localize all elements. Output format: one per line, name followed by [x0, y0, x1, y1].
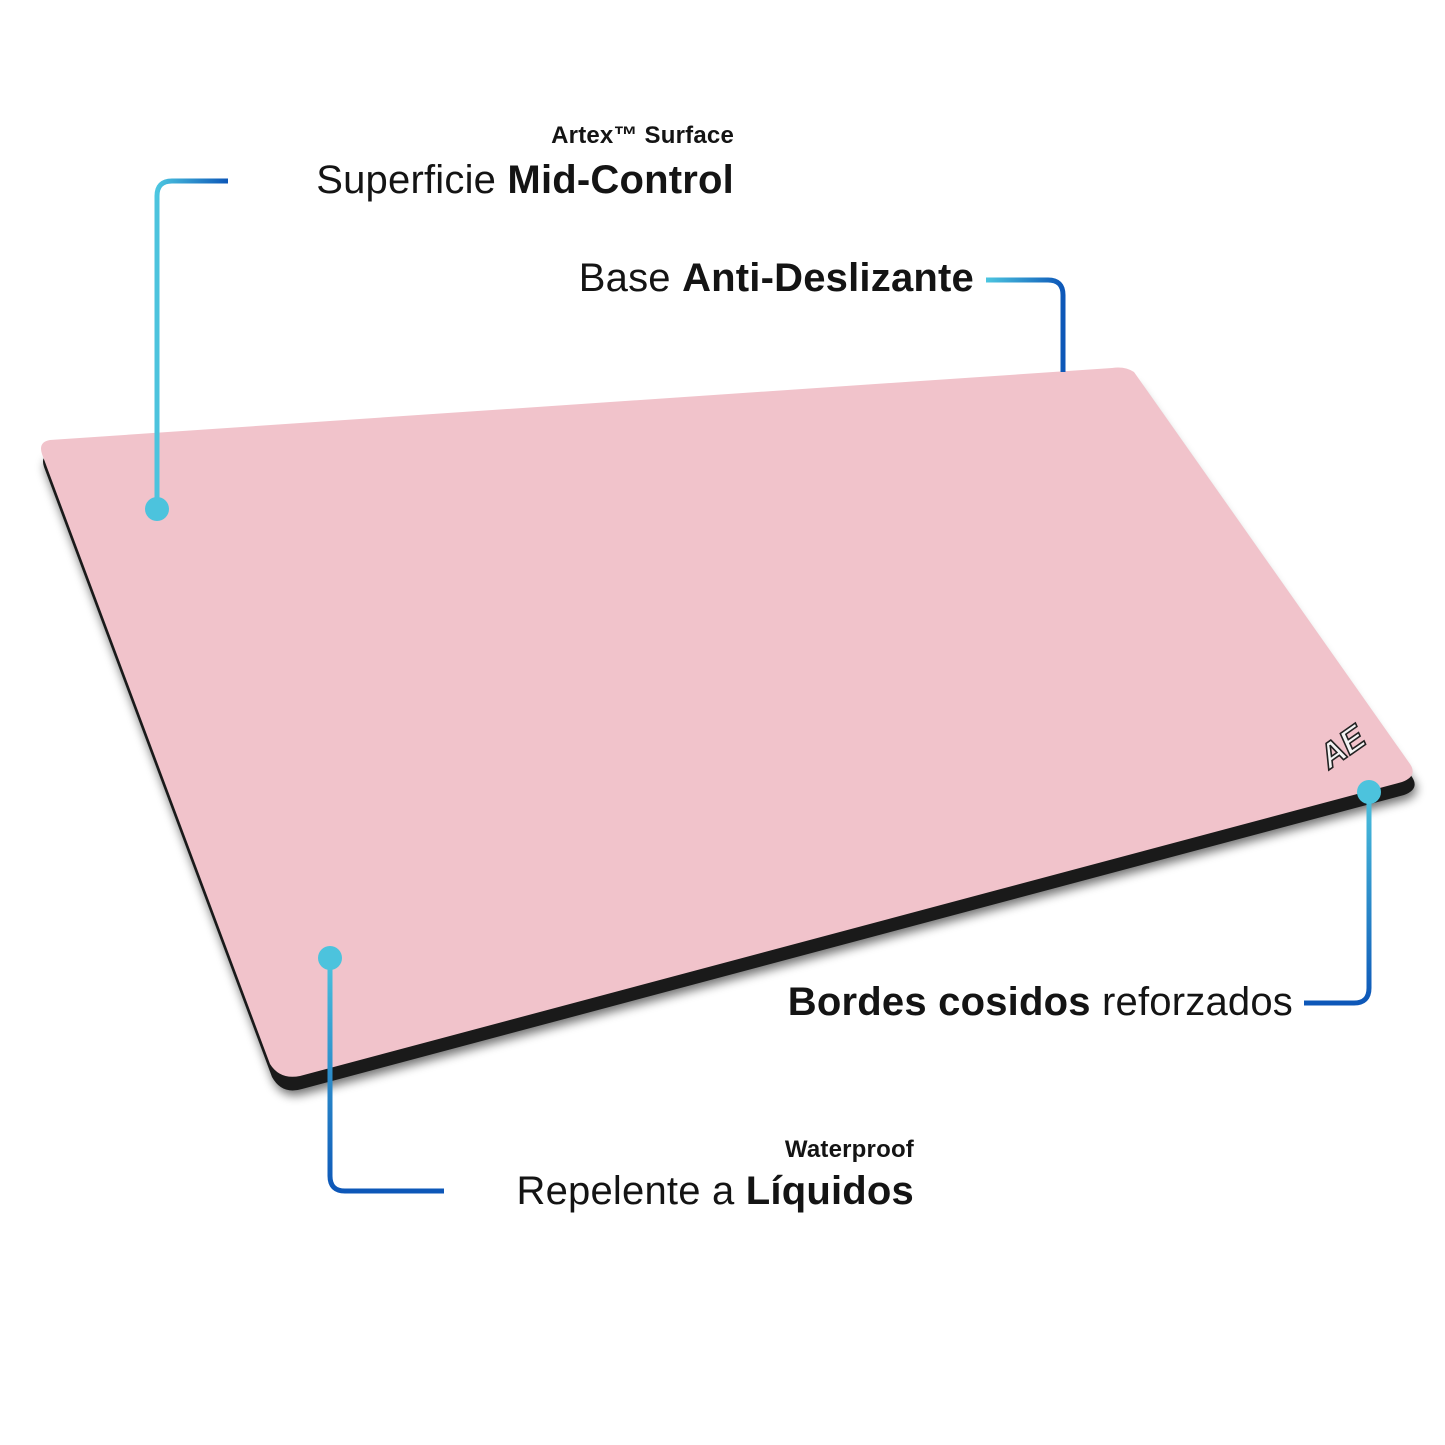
callout-surface-dot	[145, 497, 169, 521]
callout-base-light: Base	[578, 256, 683, 300]
mousepad-surface	[41, 367, 1413, 1077]
callout-waterproof-bold: Líquidos	[745, 1169, 914, 1213]
callout-waterproof-dot	[318, 946, 342, 970]
callout-waterproof-title: Repelente a Líquidos	[517, 1169, 915, 1214]
callout-base-bold: Anti-Deslizante	[682, 256, 974, 300]
callout-surface-light: Superficie	[316, 158, 508, 202]
callout-edges-title: Bordes cosidos reforzados	[788, 980, 1293, 1025]
callout-edges-line	[1304, 780, 1381, 1006]
callout-waterproof-light: Repelente a	[516, 1169, 746, 1213]
callout-surface-subtitle: Artex™ Surface	[551, 122, 734, 149]
callout-edges-bold: Bordes cosidos	[787, 980, 1091, 1024]
callout-waterproof-line	[318, 946, 444, 1194]
callout-surface-title: Superficie Mid-Control	[316, 158, 734, 203]
callout-edges-light: reforzados	[1090, 980, 1293, 1024]
callout-surface-bold: Mid-Control	[507, 158, 734, 202]
callout-base-title: Base Anti-Deslizante	[579, 256, 974, 301]
callout-waterproof-subtitle: Waterproof	[784, 1136, 914, 1163]
callout-base-line	[986, 277, 1066, 372]
callout-edges-dot	[1357, 780, 1381, 804]
callout-surface-line	[145, 178, 228, 521]
